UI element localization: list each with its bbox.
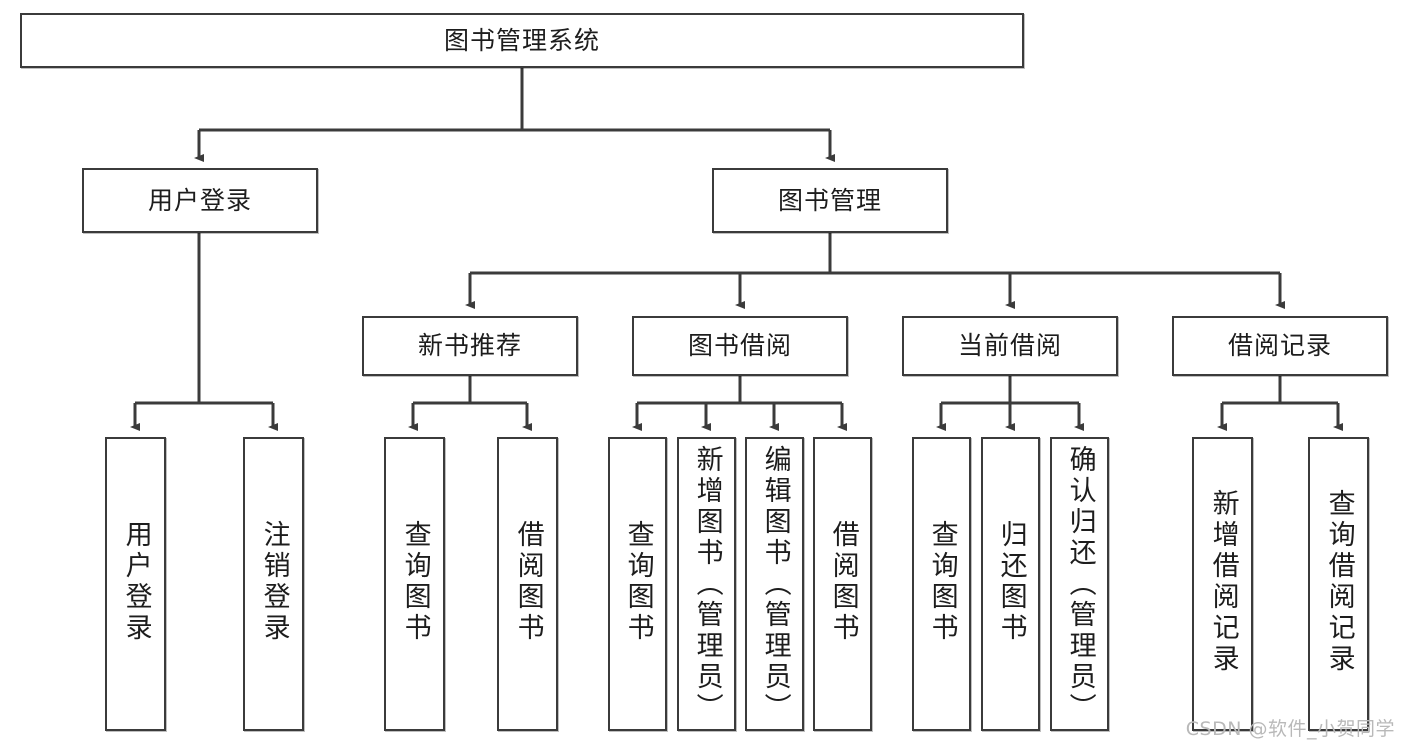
node-label: 图书管理系统 [443, 25, 600, 55]
node-label: 查询图书 [399, 520, 431, 644]
node-label: 用户登录 [120, 520, 152, 644]
node-book-management[interactable]: 图书管理 [712, 168, 948, 233]
node-book-borrow[interactable]: 图书借阅 [632, 316, 848, 376]
leaf-logout[interactable]: 注销登录 [243, 437, 304, 731]
leaf-query-book-borrow[interactable]: 查询图书 [608, 437, 667, 731]
node-label: 编辑图书（管理员） [759, 445, 791, 724]
watermark-text: CSDN @软件_小贺同学 [1185, 718, 1395, 740]
node-new-book-recommend[interactable]: 新书推荐 [362, 316, 578, 376]
leaf-borrow-book[interactable]: 借阅图书 [813, 437, 872, 731]
node-root-system[interactable]: 图书管理系统 [20, 13, 1024, 68]
node-label: 图书借阅 [687, 331, 792, 361]
node-borrow-records[interactable]: 借阅记录 [1172, 316, 1388, 376]
node-label: 借阅图书 [827, 520, 859, 644]
node-label: 查询图书 [926, 520, 958, 644]
node-label: 借阅图书 [512, 520, 544, 644]
leaf-query-borrow-record[interactable]: 查询借阅记录 [1308, 437, 1369, 731]
node-label: 查询借阅记录 [1323, 489, 1355, 675]
node-label: 新增图书（管理员） [691, 445, 723, 724]
leaf-add-borrow-record[interactable]: 新增借阅记录 [1192, 437, 1253, 731]
node-label: 查询图书 [622, 520, 654, 644]
node-label: 确认归还（管理员） [1064, 445, 1096, 724]
node-current-borrow[interactable]: 当前借阅 [902, 316, 1118, 376]
leaf-add-book-admin[interactable]: 新增图书（管理员） [677, 437, 736, 731]
leaf-query-book-current[interactable]: 查询图书 [912, 437, 971, 731]
leaf-return-book[interactable]: 归还图书 [981, 437, 1040, 731]
leaf-edit-book-admin[interactable]: 编辑图书（管理员） [745, 437, 804, 731]
node-label: 注销登录 [258, 520, 290, 644]
leaf-query-book-recommend[interactable]: 查询图书 [384, 437, 445, 731]
node-label: 新增借阅记录 [1207, 489, 1239, 675]
node-label: 借阅记录 [1227, 331, 1332, 361]
node-label: 图书管理 [777, 185, 882, 215]
node-label: 归还图书 [995, 520, 1027, 644]
node-label: 用户登录 [147, 185, 252, 215]
node-label: 新书推荐 [417, 331, 522, 361]
node-label: 当前借阅 [957, 331, 1062, 361]
leaf-user-login[interactable]: 用户登录 [105, 437, 166, 731]
leaf-borrow-book-recommend[interactable]: 借阅图书 [497, 437, 558, 731]
node-user-login[interactable]: 用户登录 [82, 168, 318, 233]
leaf-confirm-return-admin[interactable]: 确认归还（管理员） [1050, 437, 1109, 731]
